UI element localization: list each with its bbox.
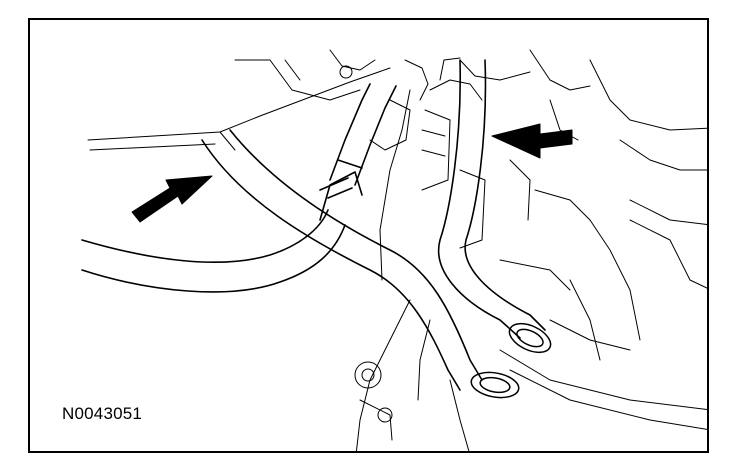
hose-clamp-lower: [470, 371, 520, 399]
engine-bay-background: [87, 49, 707, 451]
hose-vertical: [437, 59, 546, 339]
callout-arrow-right-icon: [491, 123, 573, 159]
line-drawing: [81, 49, 707, 451]
callout-arrow-left-icon: [131, 175, 213, 223]
hose-diagonal: [201, 129, 483, 391]
hose-left: [81, 171, 363, 293]
hose-upper: [329, 83, 397, 186]
hose-clamp-upper: [508, 322, 552, 354]
illustration-frame: N0043051: [28, 18, 709, 453]
figure-id-label: N0043051: [62, 404, 143, 423]
